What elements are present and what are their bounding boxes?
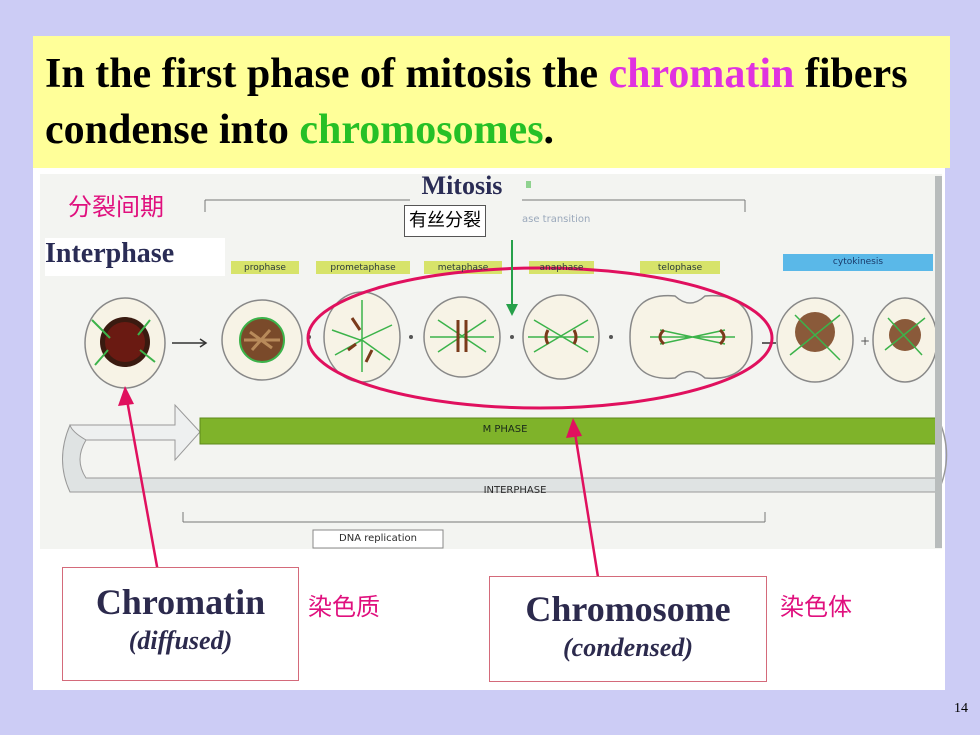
stage-anaphase: anaphase bbox=[539, 263, 584, 273]
stage-cytokinesis: cytokinesis bbox=[832, 257, 884, 267]
chromatin-box: Chromatin (diffused) bbox=[62, 567, 299, 681]
interphase-bar-label: INTERPHASE bbox=[483, 485, 547, 496]
cell-telophase bbox=[629, 294, 753, 380]
chromosome-label: Chromosome bbox=[525, 589, 731, 629]
chromatin-arrow bbox=[125, 399, 160, 573]
chromosome-cn-label: 染色体 bbox=[780, 593, 852, 621]
cell-interphase bbox=[84, 297, 166, 389]
stage-prophase: prophase bbox=[244, 263, 286, 273]
chromatin-cn-label: 染色质 bbox=[308, 593, 380, 621]
cell-anaphase bbox=[522, 294, 600, 380]
cell-metaphase bbox=[423, 296, 501, 378]
cell-cytokinesis-right bbox=[872, 297, 938, 383]
mitosis-ellipse bbox=[306, 266, 774, 410]
chromosome-arrow bbox=[573, 432, 600, 578]
cycle-arrow-head bbox=[69, 403, 201, 462]
stage-bar-telophase bbox=[640, 261, 720, 274]
chromosomes-word: chromosomes bbox=[299, 107, 544, 153]
svg-text:+: + bbox=[860, 334, 870, 348]
cytokinesis-bar bbox=[783, 254, 933, 271]
stage-telophase: telophase bbox=[657, 263, 703, 273]
transition-text: ase transition bbox=[522, 214, 591, 225]
chromosome-box: Chromosome (condensed) bbox=[489, 576, 767, 682]
stage-bar-prometaphase bbox=[316, 261, 410, 274]
mitosis-label: Mitosis bbox=[421, 171, 503, 200]
marker-square bbox=[526, 181, 531, 188]
chromatin-sub: (diffused) bbox=[128, 626, 233, 655]
cell-cytokinesis-left bbox=[776, 297, 854, 383]
stage-prometaphase: prometaphase bbox=[330, 263, 396, 273]
chromatin-label: Chromatin bbox=[95, 582, 266, 622]
chromosome-sub: (condensed) bbox=[563, 633, 693, 662]
mitosis-cn-label: 有丝分裂 bbox=[404, 205, 486, 237]
interphase-cn-label: 分裂间期 bbox=[68, 193, 164, 221]
dna-replication-label: DNA replication bbox=[339, 533, 417, 544]
stage-metaphase: metaphase bbox=[437, 263, 489, 273]
page-number: 14 bbox=[954, 701, 968, 716]
cell-prophase bbox=[221, 299, 303, 381]
stage-bar-prophase bbox=[231, 261, 299, 274]
title-box: In the first phase of mitosis the chroma… bbox=[33, 36, 950, 168]
interphase-label: Interphase bbox=[45, 238, 225, 276]
slide-title: In the first phase of mitosis the chroma… bbox=[45, 51, 908, 153]
m-phase-label: M PHASE bbox=[482, 424, 528, 435]
chromatin-word: chromatin bbox=[608, 51, 795, 97]
